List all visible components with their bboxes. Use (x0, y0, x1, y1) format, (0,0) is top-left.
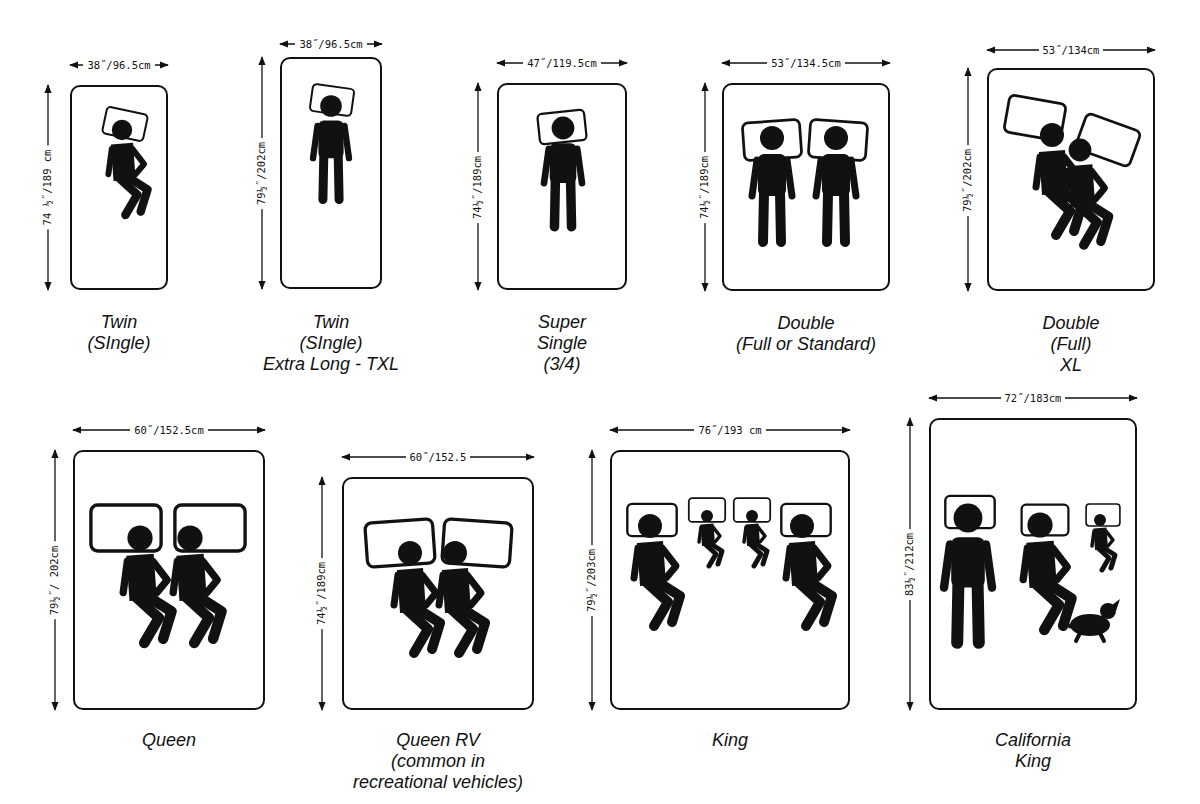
bed-size-name: Double (Full) XL (1042, 313, 1099, 376)
mattress-outline: Super Single (3/4) (497, 83, 627, 290)
width-dimension: 60˝/152.5 (406, 451, 471, 464)
bed-size-name: Queen (142, 730, 196, 751)
bed-size-name: Twin (SIngle) (87, 312, 150, 354)
height-dimension: 83½˝/212cm (904, 528, 917, 599)
bed-size-name: Double (Full or Standard) (736, 313, 876, 355)
height-dimension: 74½˝/189cm (472, 151, 485, 222)
height-dimension: 74½˝/189cm (316, 557, 329, 628)
height-dimension: 74½˝/189cm (699, 151, 712, 222)
height-dimension: 79½˝/202cm (256, 137, 269, 208)
mattress-outline: Queen (73, 450, 265, 710)
height-dimension: 79½˝/202cm (962, 144, 975, 215)
bed-size-name: Super Single (3/4) (537, 312, 587, 375)
width-dimension: 76˝/193 cm (694, 424, 765, 437)
height-dimension: 79½˝/ 202cm (48, 541, 61, 619)
bed-size-name: California King (995, 730, 1071, 772)
bed-size-name: Twin (SIngle) Extra Long - TXL (263, 312, 399, 375)
mattress-outline: Double (Full or Standard) (722, 83, 890, 291)
height-dimension: 79½˝/203cm (586, 544, 599, 615)
mattress-outline: Double (Full) XL (987, 68, 1155, 291)
width-dimension: 53˝/134.5cm (767, 57, 845, 70)
height-dimension: 74 ½˝/189 cm (41, 145, 54, 229)
width-dimension: 38˝/96.5cm (83, 59, 154, 72)
width-dimension: 60˝/152.5cm (130, 424, 208, 437)
bed-size-name: King (712, 730, 748, 751)
mattress-outline: King (610, 450, 850, 710)
width-dimension: 47˝/119.5cm (523, 57, 601, 70)
width-dimension: 53˝/134cm (1039, 44, 1104, 57)
mattress-outline: Twin (SIngle) Extra Long - TXL (280, 57, 382, 289)
mattress-outline: Twin (SIngle) (70, 85, 168, 290)
mattress-outline: California King (929, 418, 1137, 710)
width-dimension: 72˝/183cm (1001, 392, 1066, 405)
width-dimension: 38˝/96.5cm (295, 38, 366, 51)
mattress-outline: Queen RV (common in recreational vehicle… (342, 477, 534, 710)
bed-size-name: Queen RV (common in recreational vehicle… (353, 730, 523, 793)
